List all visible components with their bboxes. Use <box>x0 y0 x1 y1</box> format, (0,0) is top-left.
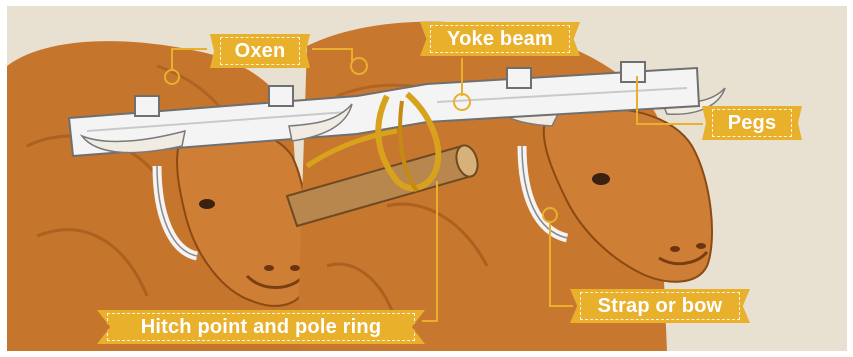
diagram-frame: Oxen Yoke beam Pegs Strap or bow Hitch p… <box>7 6 847 351</box>
label-hitch-point: Hitch point and pole ring <box>97 310 425 344</box>
label-oxen: Oxen <box>210 34 310 68</box>
label-pegs: Pegs <box>702 106 802 140</box>
right-ox-eye <box>592 173 610 185</box>
left-ox-eye <box>199 199 215 209</box>
label-yoke-beam: Yoke beam <box>420 22 580 56</box>
label-strap-or-bow: Strap or bow <box>570 289 750 323</box>
